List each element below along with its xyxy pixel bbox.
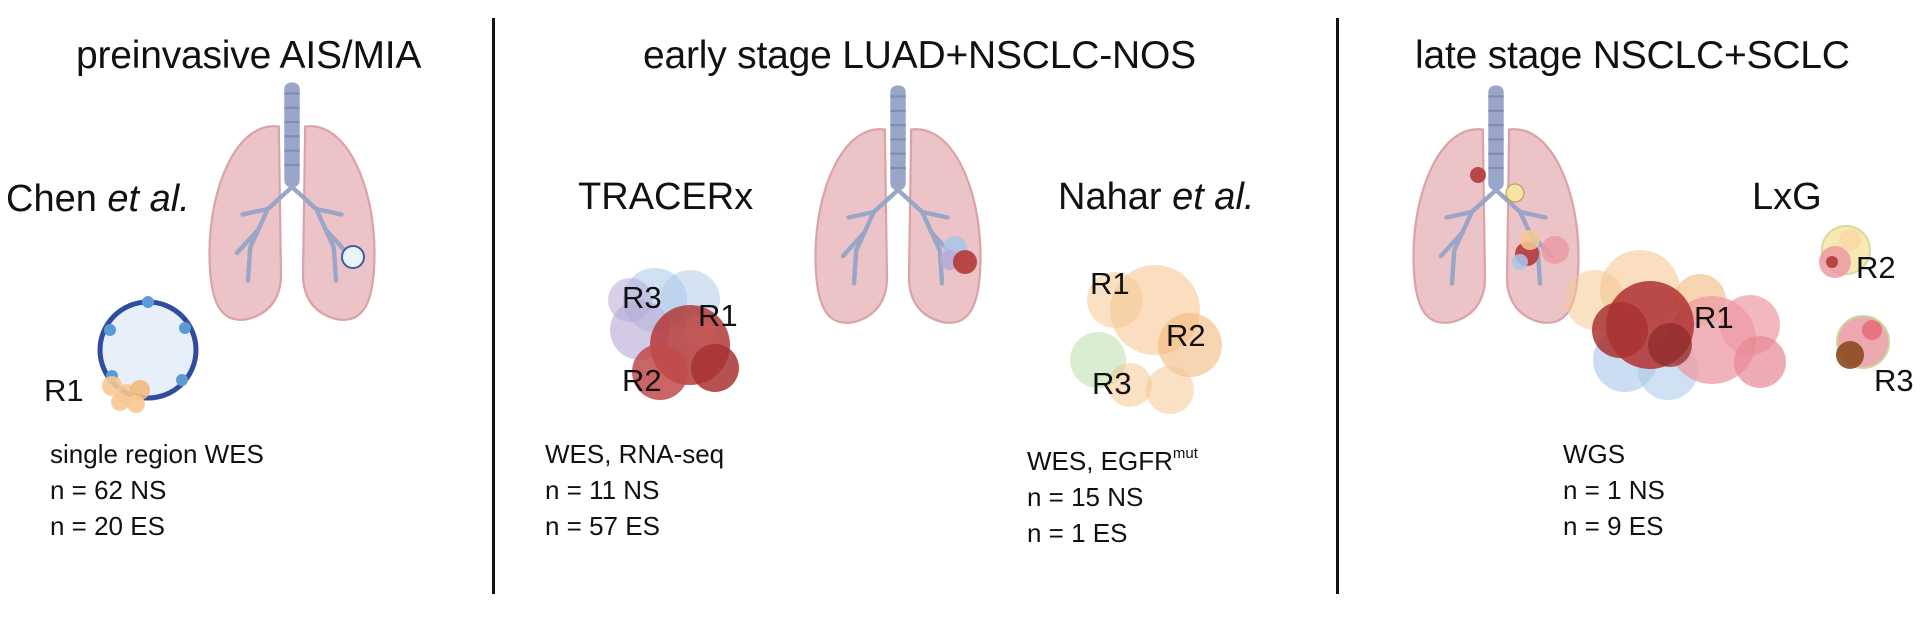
tumor-cluster-icon <box>1836 315 1890 369</box>
region-label-r3: R3 <box>622 280 662 315</box>
tumor-cluster-icon <box>1565 250 1786 400</box>
lung-icon <box>210 83 375 320</box>
count-label: n = 62 NS <box>50 475 167 505</box>
lung-icon <box>1414 86 1579 323</box>
tumor-cluster-icon <box>608 268 739 400</box>
assay-label: WES, RNA-seq <box>545 439 725 469</box>
region-label-r1: R1 <box>1090 266 1130 301</box>
lung-icon <box>816 86 981 323</box>
study-name-chen: Chen et al. <box>6 178 190 220</box>
study-info-chen: single region WES n = 62 NS n = 20 ES <box>50 436 264 544</box>
region-label-r3: R3 <box>1874 363 1914 398</box>
tumor-cluster-icon <box>1070 265 1222 414</box>
panel-divider <box>492 18 495 594</box>
count-label: n = 20 ES <box>50 511 165 541</box>
count-label: n = 9 ES <box>1563 511 1664 541</box>
tumor-cluster-icon <box>1819 225 1871 278</box>
region-label-r1: R1 <box>698 298 738 333</box>
study-name-tracerx: TRACERx <box>578 176 754 218</box>
assay-label: WES, EGFRmut <box>1027 445 1198 476</box>
region-label-r2: R2 <box>1166 318 1206 353</box>
lesion-icon <box>341 245 365 269</box>
study-info-lxg: WGS n = 1 NS n = 9 ES <box>1563 436 1665 544</box>
study-name-lxg: LxG <box>1752 176 1822 218</box>
assay-label: single region WES <box>50 439 264 469</box>
count-label: n = 57 ES <box>545 511 660 541</box>
count-label: n = 1 ES <box>1027 518 1128 548</box>
region-label-r2: R2 <box>1856 250 1896 285</box>
count-label: n = 15 NS <box>1027 482 1144 512</box>
alveolus-icon <box>97 296 199 413</box>
assay-label: WGS <box>1563 439 1626 469</box>
region-label-r1: R1 <box>44 373 84 408</box>
tumor-cluster-icon <box>940 236 977 274</box>
study-info-tracerx: WES, RNA-seq n = 11 NS n = 57 ES <box>545 436 724 544</box>
tumor-cluster-icon <box>1470 167 1569 270</box>
panel-title: preinvasive AIS/MIA <box>76 34 422 77</box>
panel-title: early stage LUAD+NSCLC-NOS <box>643 34 1196 77</box>
region-label-r1: R1 <box>1694 300 1734 335</box>
region-label-r2: R2 <box>622 363 662 398</box>
count-label: n = 11 NS <box>545 475 660 505</box>
assay-superscript: mut <box>1172 445 1198 462</box>
panel-title: late stage NSCLC+SCLC <box>1415 34 1850 77</box>
count-label: n = 1 NS <box>1563 475 1665 505</box>
region-label-r3: R3 <box>1092 366 1132 401</box>
panel-divider <box>1336 18 1339 594</box>
study-info-nahar: WES, EGFRmut n = 15 NS n = 1 ES <box>1027 436 1198 551</box>
study-name-nahar: Nahar et al. <box>1058 176 1255 218</box>
